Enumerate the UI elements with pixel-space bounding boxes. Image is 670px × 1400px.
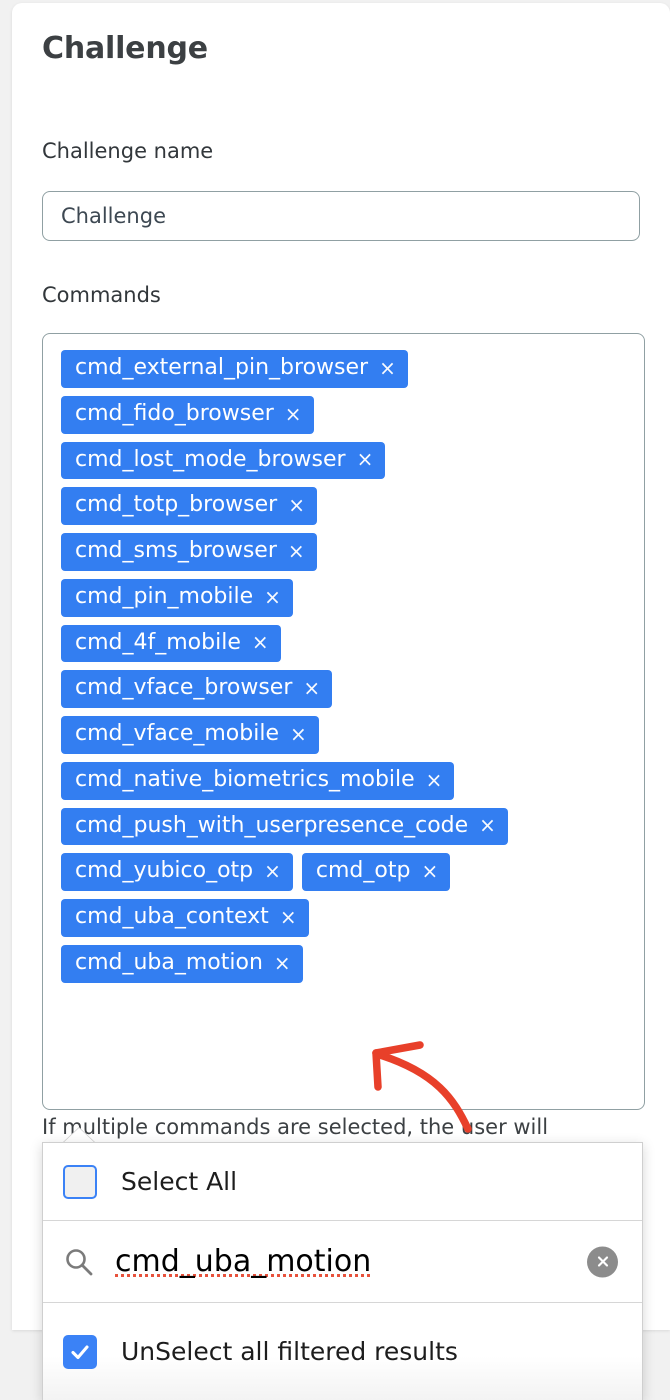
challenge-name-value: Challenge [61,204,166,228]
chip-remove-icon[interactable]: × [264,584,281,609]
command-chip-label: cmd_otp [315,858,411,884]
command-chip-row: cmd_native_biometrics_mobile × [61,761,644,800]
command-chip-row: cmd_uba_motion × [61,944,644,983]
command-chip-row: cmd_4f_mobile × [61,624,644,663]
chip-remove-icon[interactable]: × [356,447,374,472]
page-title: Challenge [42,31,208,66]
chip-remove-icon[interactable]: × [303,676,321,701]
command-chip-label: cmd_vface_mobile [75,721,279,746]
command-chip-row: cmd_sms_browser × [61,533,644,571]
command-chip[interactable]: cmd_fido_browser × [61,395,314,434]
command-chip[interactable]: cmd_sms_browser × [61,533,317,571]
chip-remove-icon[interactable]: × [289,721,307,746]
command-chip-row: cmd_uba_context × [61,899,644,937]
chip-remove-icon[interactable]: × [251,630,269,655]
command-chip-label: cmd_sms_browser [75,538,277,563]
command-chip[interactable]: cmd_native_biometrics_mobile × [61,761,455,800]
chip-remove-icon[interactable]: × [479,813,496,838]
command-chip[interactable]: cmd_external_pin_browser × [61,350,408,388]
command-chip-label: cmd_push_with_userpresence_code [75,812,469,838]
command-chip-row: cmd_yubico_otp × cmd_otp × [61,853,644,891]
select-all-label: Select All [121,1167,238,1196]
chip-remove-icon[interactable]: × [279,904,297,929]
chip-remove-icon[interactable]: × [273,950,291,975]
dropdown-search-input[interactable]: cmd_uba_motion [115,1244,372,1279]
dropdown-search-row[interactable]: cmd_uba_motion [43,1221,642,1303]
close-icon [597,1256,608,1267]
command-chip-label: cmd_pin_mobile [75,583,254,609]
command-chip-row: cmd_lost_mode_browser × [61,441,644,480]
commands-helper-text: If multiple commands are selected, the u… [42,1115,549,1139]
command-chip-label: cmd_totp_browser [75,492,278,518]
command-chip-label: cmd_4f_mobile [75,629,241,655]
command-chip[interactable]: cmd_yubico_otp × [61,853,293,891]
command-chip[interactable]: cmd_push_with_userpresence_code × [61,807,508,846]
command-chip-label: cmd_fido_browser [75,400,274,426]
command-chip-label: cmd_yubico_otp [75,858,254,884]
command-chip-label: cmd_uba_motion [75,949,263,975]
chip-remove-icon[interactable]: × [284,401,302,426]
command-chip[interactable]: cmd_lost_mode_browser × [61,441,386,480]
unselect-filtered-checkbox[interactable] [63,1334,97,1369]
command-chip-label: cmd_lost_mode_browser [75,446,346,472]
command-chip-label: cmd_native_biometrics_mobile [75,766,415,792]
command-chip-row: cmd_vface_browser × [61,670,644,708]
unselect-filtered-label: UnSelect all filtered results [121,1337,458,1366]
commands-chips-container[interactable]: cmd_external_pin_browser×cmd_fido_browse… [42,333,645,1110]
search-icon [66,1248,93,1275]
select-all-checkbox[interactable] [63,1164,97,1199]
command-chip-row: cmd_totp_browser × [61,487,644,525]
command-chip[interactable]: cmd_otp × [301,853,451,891]
dropdown-unselect-filtered-row[interactable]: UnSelect all filtered results [43,1303,642,1400]
command-chip-row: cmd_fido_browser × [61,395,644,434]
command-chip[interactable]: cmd_4f_mobile × [61,624,281,663]
command-chip[interactable]: cmd_totp_browser × [61,487,317,525]
command-chip[interactable]: cmd_uba_motion × [61,944,303,983]
command-chip-label: cmd_vface_browser [75,675,293,701]
command-chip-row: cmd_push_with_userpresence_code × [61,807,644,846]
chip-remove-icon[interactable]: × [287,538,305,563]
chip-remove-icon[interactable]: × [421,859,439,884]
chip-remove-icon[interactable]: × [379,355,396,380]
dropdown-caret-icon [62,1128,96,1144]
challenge-name-label: Challenge name [42,139,214,163]
command-chip-row: cmd_pin_mobile × [61,578,644,617]
dropdown-select-all-row[interactable]: Select All [43,1143,642,1221]
chip-remove-icon[interactable]: × [264,859,281,884]
command-chip[interactable]: cmd_pin_mobile × [61,578,293,617]
search-clear-button[interactable] [587,1246,618,1277]
command-chip[interactable]: cmd_vface_browser × [61,670,333,708]
chip-remove-icon[interactable]: × [288,493,305,518]
command-chip-row: cmd_vface_mobile × [61,716,644,754]
command-chip-label: cmd_external_pin_browser [75,355,369,380]
chip-remove-icon[interactable]: × [425,767,443,792]
challenge-name-input[interactable]: Challenge [42,191,640,241]
commands-label: Commands [42,283,161,307]
check-icon [71,1344,89,1359]
command-chip[interactable]: cmd_uba_context × [61,899,309,937]
command-chip[interactable]: cmd_vface_mobile × [61,716,319,754]
commands-dropdown-panel[interactable]: Select All cmd_uba_motion UnSelect al [42,1142,643,1400]
command-chip-label: cmd_uba_context [75,904,269,929]
command-chip-row: cmd_external_pin_browser × [61,350,644,388]
challenge-form-card: Challenge Challenge name Challenge Comma… [12,3,670,1330]
